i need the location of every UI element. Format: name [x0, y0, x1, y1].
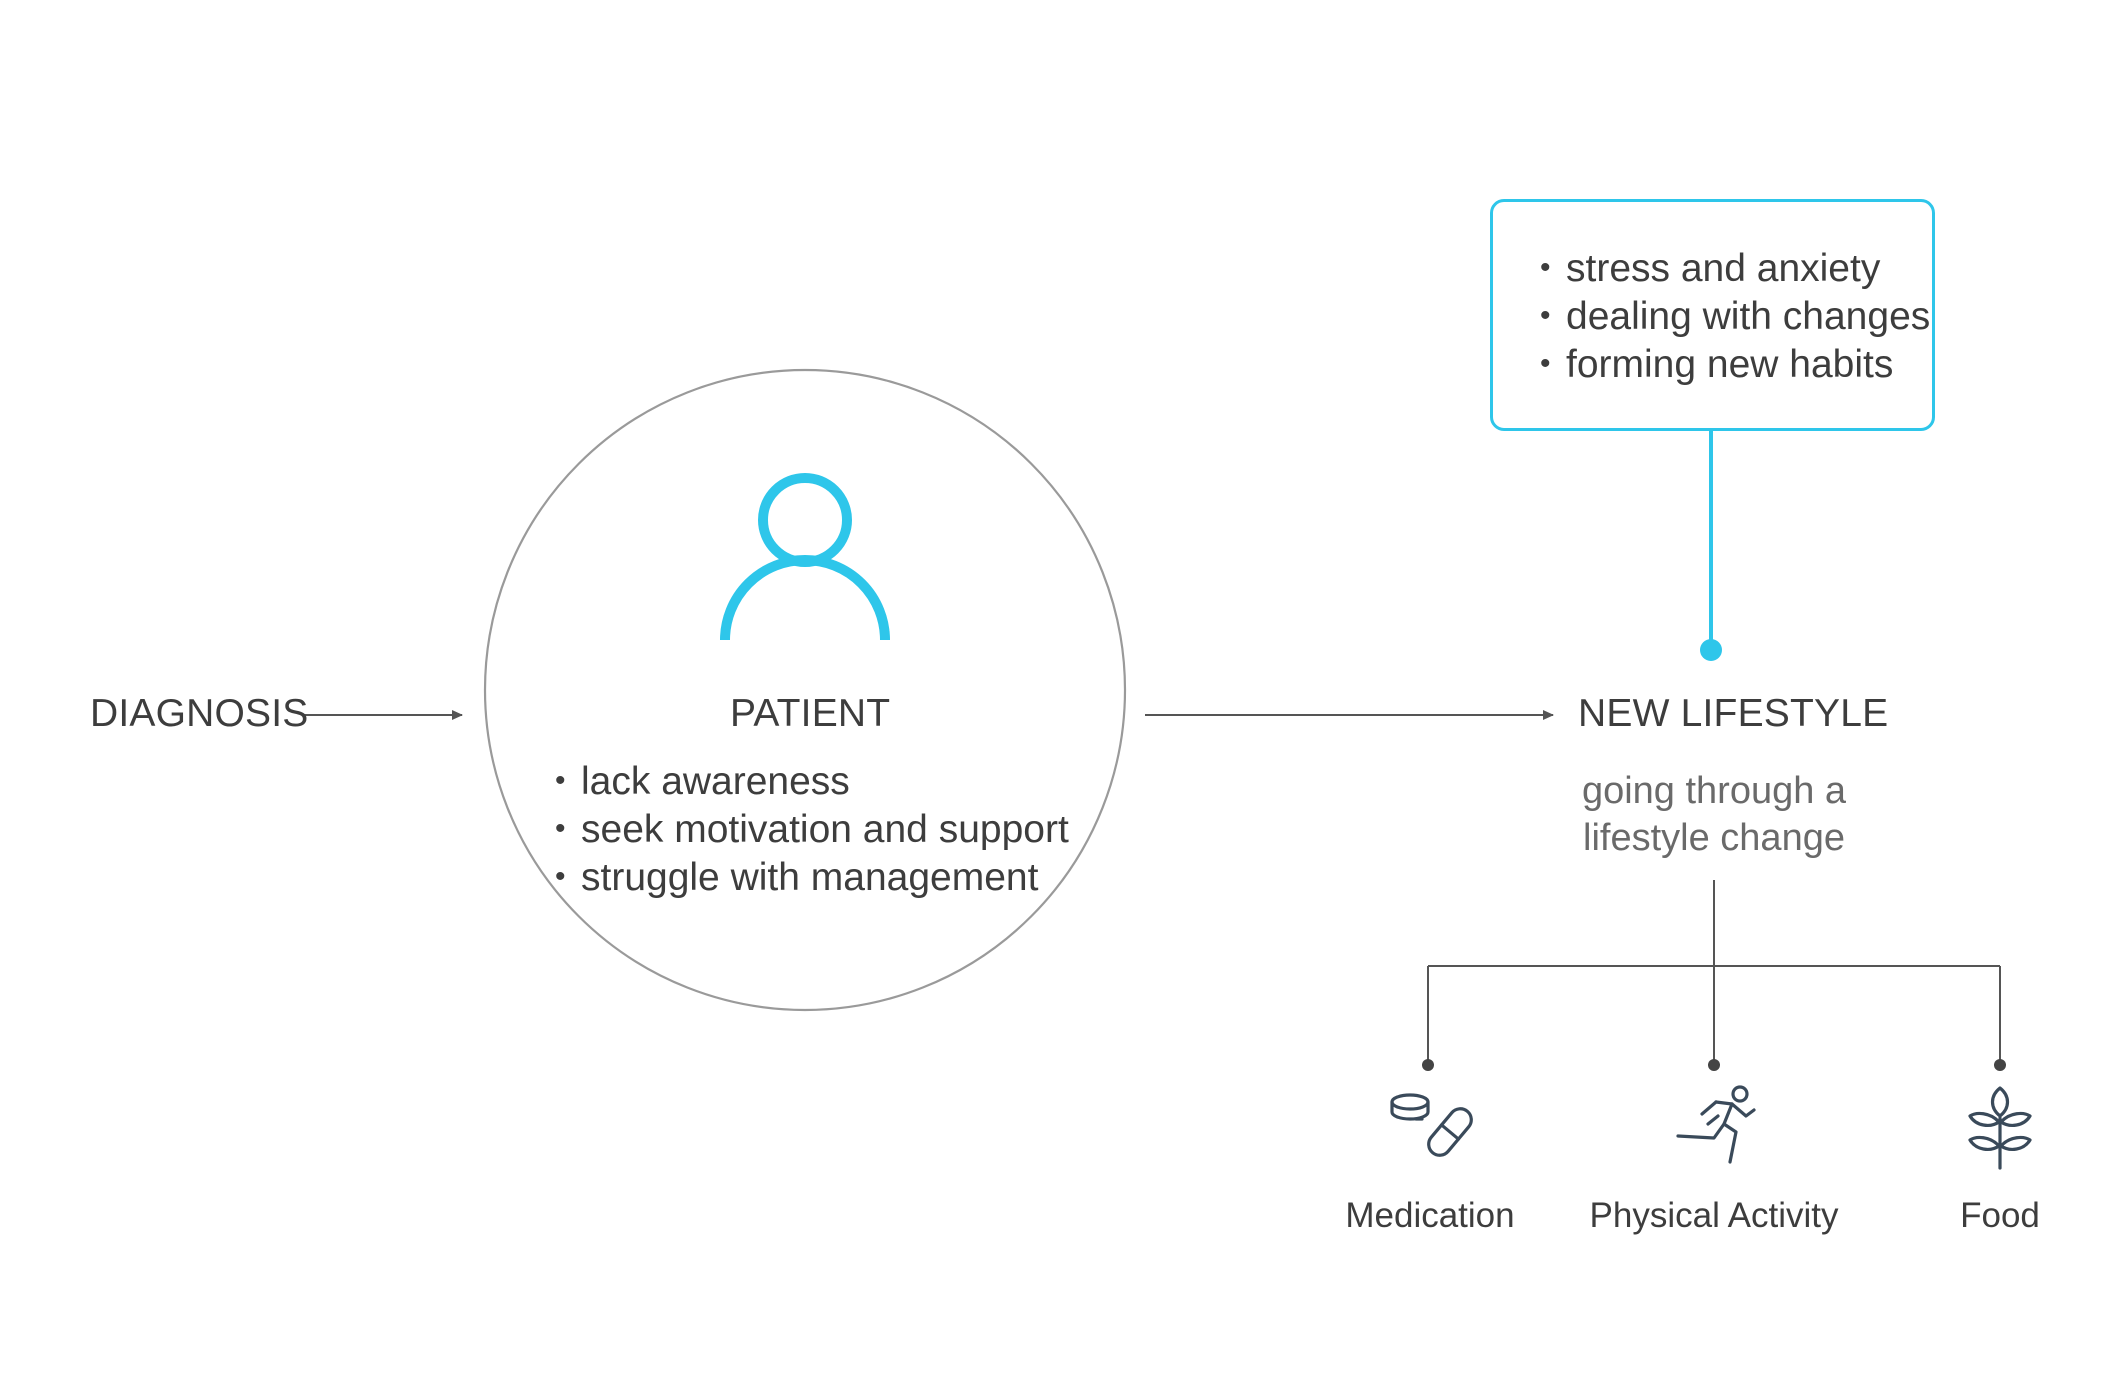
lifestyle-subtitle-line1: going through a	[1581, 770, 1847, 812]
running-person-icon	[1676, 1085, 1756, 1164]
food-node	[1994, 1059, 2006, 1071]
patient-trait-item: struggle with management	[555, 853, 1069, 901]
challenge-item: forming new habits	[1540, 340, 1930, 388]
category-label-medication: Medication	[1345, 1196, 1515, 1235]
category-label-food: Food	[1960, 1196, 2040, 1235]
medication-node	[1422, 1059, 1434, 1071]
challenges-list: stress and anxiety dealing with changes …	[1540, 244, 1930, 388]
challenges-connector-dot	[1700, 639, 1722, 661]
diagnosis-label: DIAGNOSIS	[90, 692, 309, 735]
new-lifestyle-label: NEW LIFESTYLE	[1578, 692, 1889, 735]
pill-icon	[1390, 1093, 1473, 1157]
category-tree	[1427, 880, 2001, 1064]
challenge-item: stress and anxiety	[1540, 244, 1930, 292]
grain-icon	[1968, 1086, 2032, 1170]
lifestyle-subtitle-line2: lifestyle change	[1583, 817, 1845, 859]
person-icon	[720, 473, 890, 641]
challenge-item: dealing with changes	[1540, 292, 1930, 340]
patient-trait-item: seek motivation and support	[555, 805, 1069, 853]
challenges-box	[1490, 199, 1935, 431]
category-label-physical-activity: Physical Activity	[1589, 1196, 1839, 1235]
patient-traits-list: lack awareness seek motivation and suppo…	[555, 757, 1069, 901]
lifestyle-subtitle: going through a lifestyle change	[1514, 768, 1914, 862]
physical-activity-node	[1708, 1059, 1720, 1071]
patient-label: PATIENT	[730, 692, 891, 735]
patient-circle	[483, 368, 1127, 1012]
patient-trait-item: lack awareness	[555, 757, 1069, 805]
